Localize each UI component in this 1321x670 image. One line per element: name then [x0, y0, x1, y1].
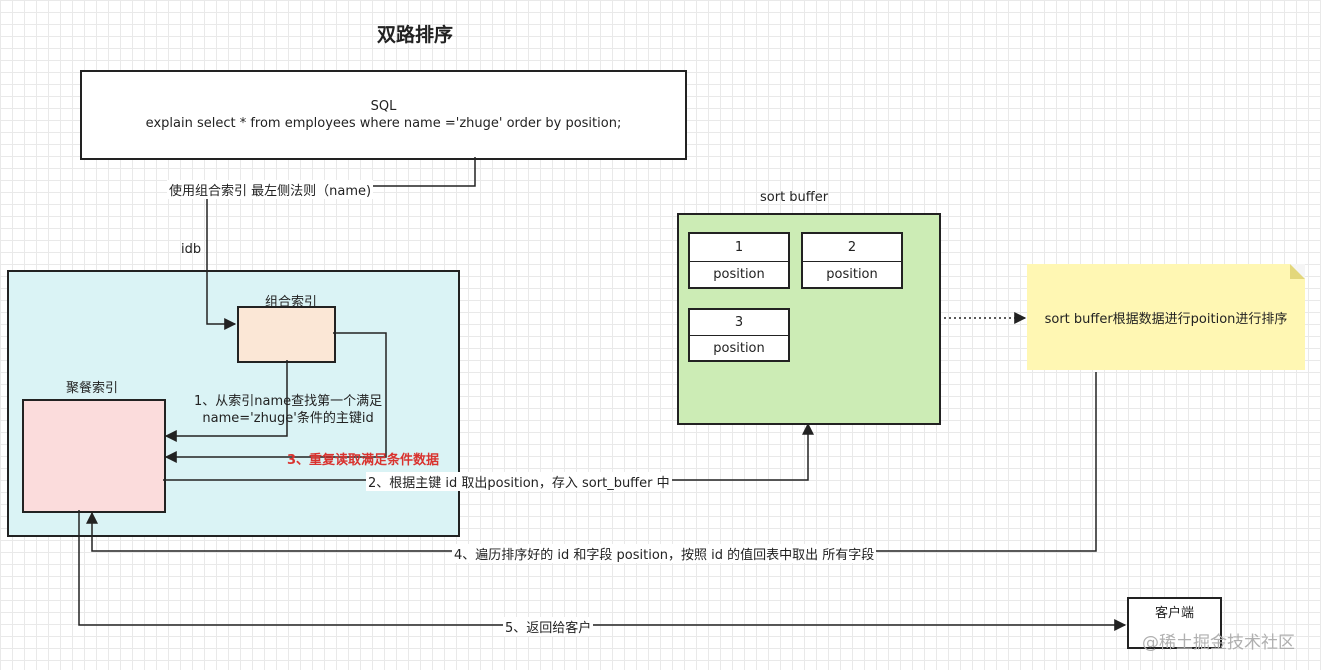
cell-id: 2 [803, 234, 901, 262]
step1-line1: 1、从索引name查找第一个满足 [194, 394, 383, 409]
sql-statement: explain select * from employees where na… [145, 116, 622, 131]
client-box: 客户端 [1127, 597, 1222, 649]
step3-label: 3、重复读取满足条件数据 [287, 453, 440, 468]
cell-id: 1 [690, 234, 788, 262]
step4-label: 4、遍历排序好的 id 和字段 position，按照 id 的值回表中取出 所… [452, 544, 877, 563]
combo-index-box [237, 306, 336, 363]
sort-note-text: sort buffer根据数据进行poition进行排序 [1044, 311, 1288, 327]
client-label: 客户端 [1154, 606, 1194, 621]
note-fold-corner [1290, 264, 1305, 279]
cell-id: 3 [690, 310, 788, 336]
cluster-index-label: 聚餐索引 [66, 381, 119, 396]
sql-box: SQL explain select * from employees wher… [80, 70, 687, 160]
cell-field: position [713, 341, 765, 356]
cell-field: position [713, 267, 765, 283]
step2-label: 2、根据主键 id 取出position，存入 sort_buffer 中 [366, 472, 672, 491]
sort-buffer-cell: 3 position [688, 308, 790, 362]
step5-arrow [78, 510, 1127, 631]
step1-arrow [164, 360, 288, 442]
leftmost-rule-label: 使用组合索引 最左侧法则（name) [167, 180, 374, 199]
sort-buffer-cell: 2 position [801, 232, 903, 289]
step1-line2: name='zhuge'条件的主键id [202, 411, 374, 426]
step5-label: 5、返回给客户 [503, 617, 594, 636]
idb-label: idb [181, 242, 202, 257]
cell-field: position [826, 267, 878, 283]
sort-note: sort buffer根据数据进行poition进行排序 [1027, 264, 1305, 370]
sort-buffer-title: sort buffer [760, 190, 829, 205]
sort-buffer-cell: 1 position [688, 232, 790, 289]
sql-box-heading: SQL [370, 99, 397, 114]
step1-label: 1、从索引name查找第一个满足 name='zhuge'条件的主键id [194, 393, 382, 427]
watermark: @稀土掘金技术社区 [1142, 633, 1295, 653]
diagram-title: 双路排序 [376, 24, 453, 46]
step3-arrow [164, 332, 387, 463]
